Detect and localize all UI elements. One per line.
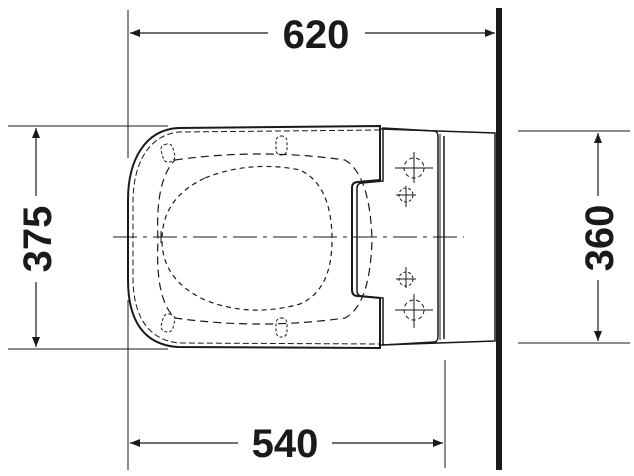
dimension-375: 375 — [16, 128, 60, 347]
seat-buffers — [160, 135, 288, 338]
dimension-label-360: 360 — [578, 205, 622, 272]
hinge-plate — [356, 127, 439, 346]
dimension-label-540: 540 — [252, 422, 319, 466]
dimension-label-620: 620 — [283, 13, 350, 57]
seat-lid-outline — [127, 124, 381, 350]
seat-lid-inner-edge — [132, 129, 381, 345]
bowl-outline — [379, 128, 496, 346]
dimension-label-375: 375 — [16, 206, 60, 273]
seat-ring-dashed — [157, 153, 373, 325]
extension-lines — [8, 10, 630, 470]
fixing-points — [395, 152, 433, 328]
dimension-540: 540 — [130, 422, 443, 466]
bowl-opening-dashed — [161, 165, 333, 311]
wall-line — [496, 8, 502, 470]
dimension-620: 620 — [130, 13, 495, 57]
dimension-360: 360 — [578, 133, 622, 341]
